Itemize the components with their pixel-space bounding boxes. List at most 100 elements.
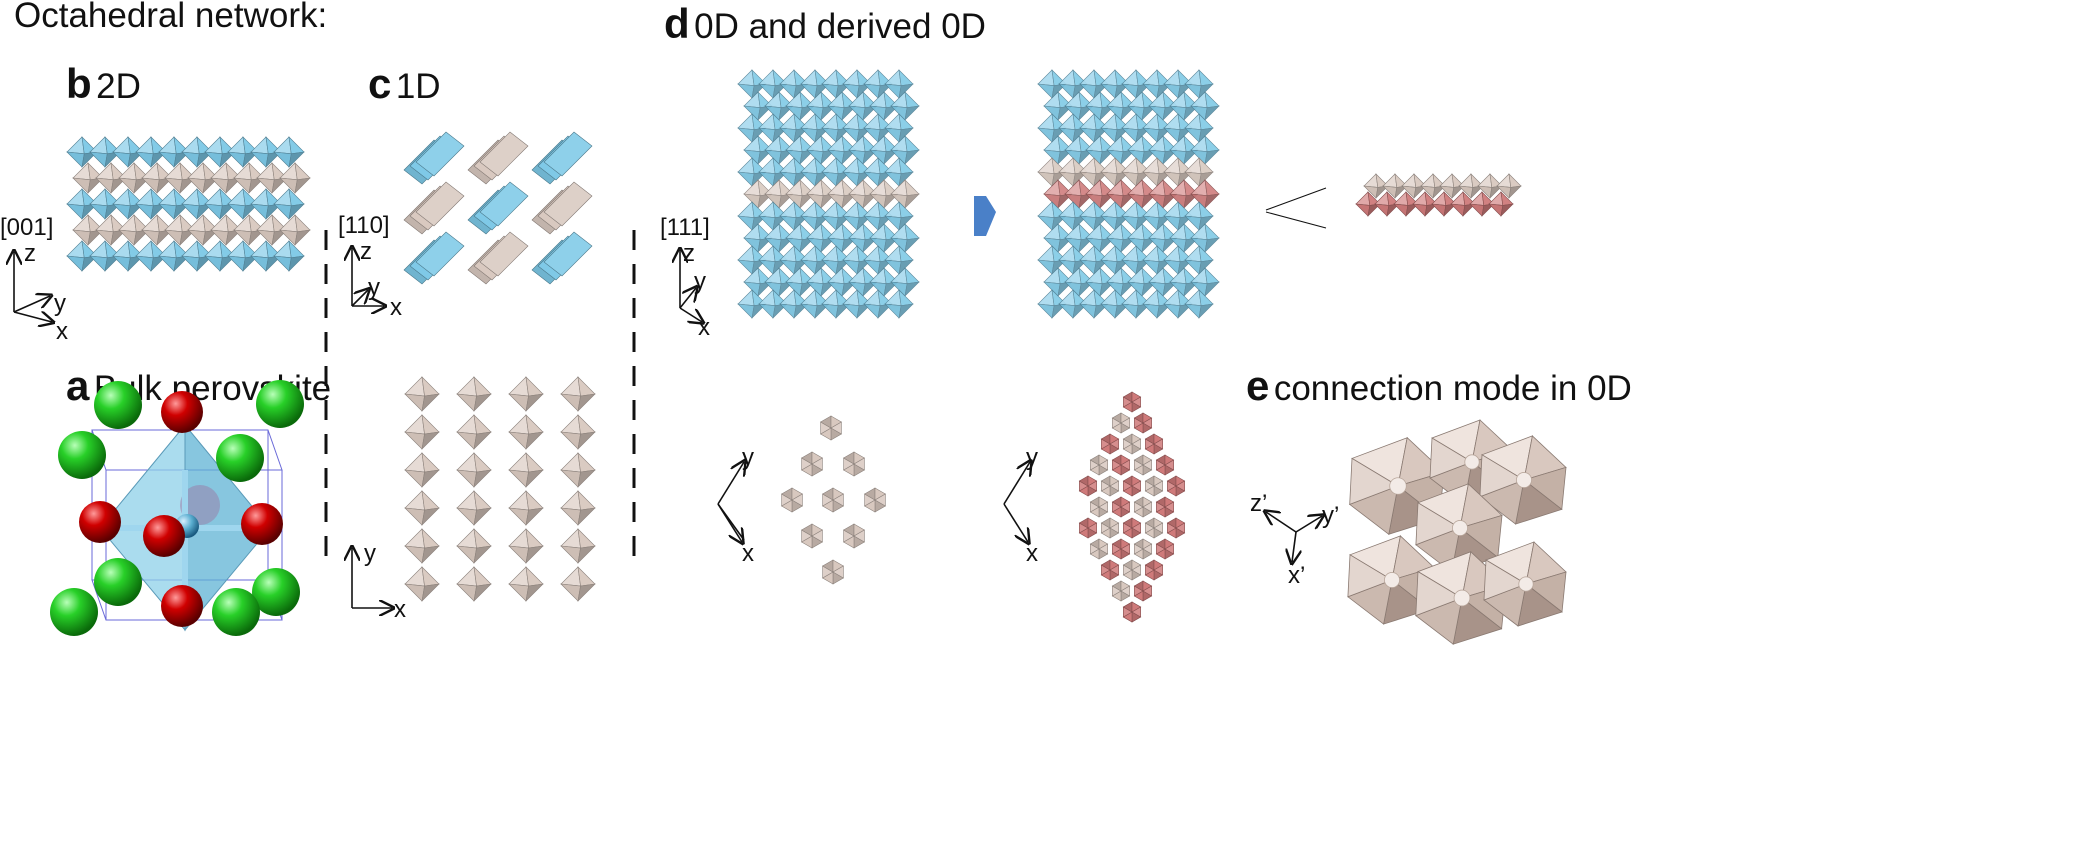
cluster-octahedron (884, 289, 914, 319)
layer-octahedron (204, 188, 236, 220)
isolated-octahedron (1122, 433, 1142, 455)
layer-octahedron (135, 240, 167, 272)
chain-octahedron (404, 414, 440, 450)
panel-c-axis-z: z (360, 238, 372, 265)
isolated-octahedron (1078, 517, 1098, 539)
panel-c-axis-x: x (390, 294, 402, 321)
x-site-atom (161, 585, 203, 627)
chain-octahedron (560, 376, 596, 412)
layer-octahedron (187, 162, 219, 194)
panel-b-y-axis (13, 296, 50, 313)
cluster-octahedron (1184, 113, 1214, 143)
cluster-octahedron (1127, 223, 1157, 253)
isolated-octahedron (1144, 475, 1164, 497)
connected-octahedron (1414, 551, 1507, 645)
cluster-octahedron (1142, 157, 1172, 187)
chain-octahedron (508, 566, 544, 602)
panel-b-axis-y: y (54, 290, 66, 317)
layer-octahedron (181, 136, 213, 168)
cluster-octahedron (1190, 91, 1220, 121)
callout-line (1265, 187, 1327, 211)
layer-octahedron (89, 240, 121, 272)
chain-octahedron (456, 452, 492, 488)
cluster-octahedron (1085, 267, 1115, 297)
chain-octahedron (543, 131, 593, 177)
panel-a-letter: a (66, 362, 90, 409)
x-site-atom (79, 501, 121, 543)
panel-d-heading: d 0D and derived 0D (664, 0, 986, 48)
chain-octahedron (456, 376, 492, 412)
panel-c-heading: c 1D (368, 60, 441, 108)
a-site-atom (94, 558, 142, 606)
chain-octahedron (479, 231, 529, 277)
isolated-octahedron (1089, 496, 1109, 518)
panel-b-x-axis (13, 312, 52, 322)
cluster-octahedron (1148, 179, 1178, 209)
transform-arrow (974, 196, 996, 236)
cluster-octahedron (1184, 69, 1214, 99)
cluster-octahedron (1085, 135, 1115, 165)
isolated-octahedron (801, 523, 823, 549)
cluster-octahedron (884, 201, 914, 231)
slab-octahedron (1477, 173, 1503, 199)
isolated-octahedron (1133, 580, 1153, 602)
cluster-octahedron (785, 267, 815, 297)
panel-c-lower-axis-y: y (364, 540, 376, 567)
chain-octahedron (415, 131, 465, 177)
cluster-octahedron (743, 179, 773, 209)
isolated-octahedron (1122, 475, 1142, 497)
a-site-atom (256, 380, 304, 428)
cluster-octahedron (1184, 157, 1214, 187)
cluster-octahedron (863, 289, 893, 319)
cluster-octahedron (1064, 179, 1094, 209)
chain-octahedron (560, 490, 596, 526)
panel-e-x-axis (1292, 531, 1296, 562)
isolated-octahedron (1111, 538, 1131, 560)
layer-octahedron (181, 188, 213, 220)
cluster-octahedron (890, 91, 920, 121)
panel-d-letter: d (664, 0, 690, 47)
cluster-octahedron (821, 245, 851, 275)
cluster-octahedron (1190, 135, 1220, 165)
cluster-octahedron (737, 201, 767, 231)
cluster-octahedron (1190, 267, 1220, 297)
layer-octahedron (250, 188, 282, 220)
figure-header: Octahedral network: (14, 0, 328, 35)
cluster-octahedron (785, 223, 815, 253)
cluster-octahedron (890, 223, 920, 253)
cluster-octahedron (1184, 245, 1214, 275)
isolated-octahedron (1089, 454, 1109, 476)
isolated-octahedron (822, 487, 844, 513)
chain-octahedron (560, 414, 596, 450)
a-site-atom (94, 381, 142, 429)
isolated-octahedron (1100, 559, 1120, 581)
chain-octahedron (404, 376, 440, 412)
a-site-atom (212, 588, 260, 636)
b-site-atom (1384, 572, 1400, 588)
chain-octahedron (508, 414, 544, 450)
isolated-octahedron (820, 415, 842, 441)
layer-octahedron (141, 214, 173, 246)
layer-octahedron (279, 162, 311, 194)
x-site-atom (161, 391, 203, 433)
isolated-octahedron (1155, 538, 1175, 560)
slab-octahedron (1496, 173, 1522, 199)
isolated-octahedron (1111, 496, 1131, 518)
panel-d-y-axis (679, 288, 696, 309)
cluster-octahedron (890, 135, 920, 165)
isolated-octahedron (1166, 517, 1186, 539)
panel-b-letter: b (66, 60, 92, 107)
cluster-octahedron (1079, 157, 1109, 187)
isolated-octahedron (1122, 517, 1142, 539)
isolated-octahedron (1144, 559, 1164, 581)
chain-octahedron (404, 528, 440, 564)
chain-octahedron (456, 490, 492, 526)
panel-b-axis-x: x (56, 318, 68, 345)
chain-octahedron (456, 528, 492, 564)
panel-e-axis-x: x’ (1288, 562, 1306, 589)
panel-d-direction: [111] (660, 214, 710, 241)
cluster-octahedron (758, 113, 788, 143)
chain-octahedron (543, 231, 593, 277)
cluster-octahedron (1106, 179, 1136, 209)
isolated-octahedron (1122, 601, 1142, 623)
